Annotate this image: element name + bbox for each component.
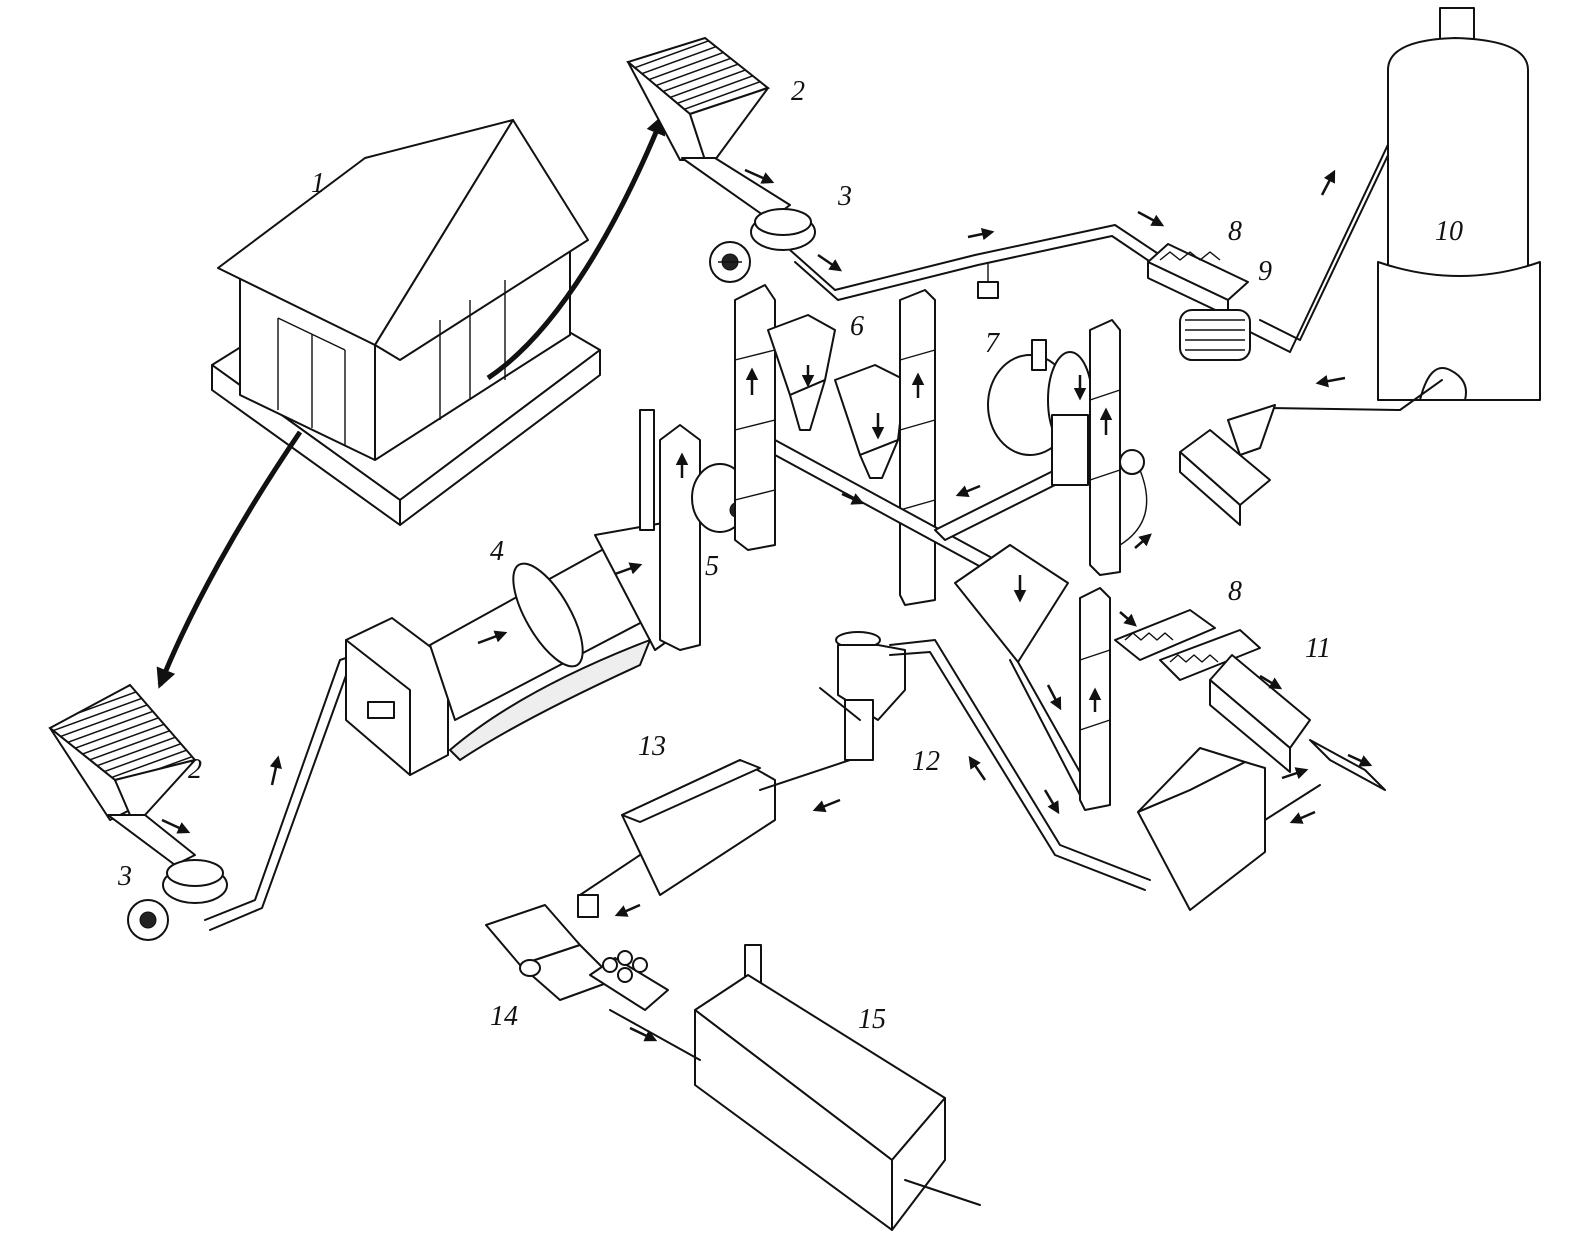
feeder-top bbox=[709, 208, 816, 283]
conveyor-curve-right bbox=[889, 639, 1151, 891]
label-7: 7 bbox=[985, 328, 1000, 359]
hopper-left bbox=[48, 683, 197, 866]
label-9: 9 bbox=[1258, 256, 1272, 287]
label-2-left: 2 bbox=[188, 754, 202, 785]
warehouse-building bbox=[211, 119, 601, 526]
label-10: 10 bbox=[1435, 216, 1463, 247]
label-12: 12 bbox=[912, 746, 940, 777]
flow-arrow-to-hopper-left bbox=[156, 430, 303, 689]
rotary-drum bbox=[345, 409, 701, 776]
label-13: 13 bbox=[638, 731, 666, 762]
extruder-top bbox=[1147, 243, 1249, 317]
label-3-top: 3 bbox=[837, 181, 852, 212]
hopper-top bbox=[625, 36, 791, 221]
roller-9 bbox=[1179, 309, 1251, 361]
mill-7 bbox=[987, 319, 1121, 576]
feeder-left bbox=[127, 859, 228, 941]
packager-14 bbox=[485, 904, 669, 1011]
crusher-5 bbox=[691, 284, 776, 551]
label-15: 15 bbox=[858, 1004, 886, 1035]
cutter-11 bbox=[1209, 654, 1386, 791]
extruder-bottom bbox=[1114, 609, 1261, 681]
label-2-top: 2 bbox=[791, 76, 805, 107]
label-8-bottom: 8 bbox=[1228, 576, 1242, 607]
label-5: 5 bbox=[705, 551, 719, 582]
label-4: 4 bbox=[490, 536, 504, 567]
dryer-tower bbox=[1377, 7, 1541, 401]
label-11: 11 bbox=[1305, 633, 1331, 664]
press-12 bbox=[819, 631, 906, 761]
label-6: 6 bbox=[850, 311, 864, 342]
conveyor-to-dryer bbox=[1249, 87, 1421, 353]
label-14: 14 bbox=[490, 1001, 518, 1032]
extruder-return bbox=[1119, 404, 1276, 546]
label-1: 1 bbox=[311, 168, 325, 199]
label-8-top: 8 bbox=[1228, 216, 1242, 247]
flow-arrows bbox=[161, 168, 1373, 1042]
hopper-center bbox=[954, 544, 1091, 796]
flow-arrow-to-hopper-top bbox=[486, 114, 666, 381]
tunnel-15 bbox=[609, 944, 981, 1231]
oven-right bbox=[1137, 747, 1321, 911]
conveyor-top bbox=[789, 224, 1161, 301]
oven-13 bbox=[577, 759, 851, 918]
label-3-left: 3 bbox=[117, 861, 132, 892]
